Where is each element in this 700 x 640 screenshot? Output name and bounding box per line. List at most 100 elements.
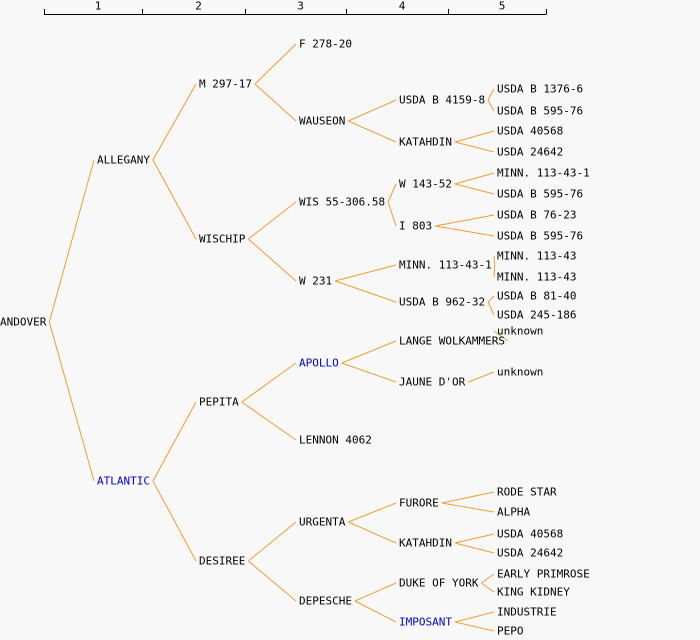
tree-node[interactable]: USDA 245-186 (497, 308, 577, 322)
tree-node[interactable]: URGENTA (299, 515, 346, 529)
tree-node[interactable]: KING KIDNEY (497, 585, 570, 599)
pedigree-edge (48, 321, 95, 482)
pedigree-edge (348, 120, 397, 143)
tree-node: unknown (497, 365, 544, 379)
tree-node[interactable]: KATAHDIN (399, 536, 452, 550)
pedigree-edge (454, 183, 495, 195)
pedigree-edge (487, 301, 495, 316)
pedigree-edge (481, 573, 495, 584)
pedigree-edge (334, 280, 397, 303)
pedigree-edge (454, 611, 495, 623)
tree-node[interactable]: ANDOVER (0, 315, 47, 329)
tree-node[interactable]: FURORE (399, 496, 439, 510)
tree-node[interactable]: USDA 40568 (497, 527, 564, 541)
pedigree-edge (454, 542, 495, 554)
tree-node: unknown (497, 324, 544, 338)
pedigree-edge (487, 295, 495, 303)
pedigree-edge (354, 600, 397, 623)
tree-node[interactable]: USDA 24642 (497, 546, 564, 560)
tree-node[interactable]: DUKE OF YORK (399, 576, 479, 590)
pedigree-edge (152, 83, 197, 161)
tree-node[interactable]: W 231 (299, 274, 333, 288)
pedigree-edge (48, 159, 95, 323)
pedigree-edge (241, 401, 297, 441)
pedigree-edge (468, 371, 495, 383)
tree-node[interactable]: LANGE WOLKAMMERS (399, 334, 505, 348)
tree-node[interactable]: USDA B 595-76 (497, 187, 584, 201)
tree-node[interactable]: PEPO (497, 624, 524, 638)
tree-node[interactable]: RODE STAR (497, 485, 557, 499)
tree-node[interactable]: USDA 24642 (497, 145, 564, 159)
pedigree-edge (441, 491, 495, 504)
pedigree-edge (254, 43, 297, 85)
tree-node[interactable]: USDA B 76-23 (497, 208, 577, 222)
pedigree-edge (348, 99, 397, 122)
tree-node[interactable]: USDA B 962-32 (399, 295, 486, 309)
pedigree-edge (435, 214, 495, 227)
pedigree-edge (241, 362, 297, 403)
pedigree-edge (493, 255, 496, 266)
tree-node[interactable]: EARLY PRIMROSE (497, 567, 590, 581)
tree-node[interactable]: INDUSTRIE (497, 605, 557, 619)
pedigree-edge (348, 502, 397, 523)
pedigree-edge (248, 201, 297, 240)
pedigree-edge (493, 330, 509, 342)
pedigree-edge (454, 621, 495, 632)
tree-node[interactable]: MINN. 113-43-1 (497, 166, 590, 180)
tree-node[interactable]: WIS 55-306.58 (299, 195, 386, 209)
tree-node[interactable]: JAUNE D'OR (399, 375, 466, 389)
pedigree-edge (487, 88, 495, 101)
tree-node[interactable]: ALLEGANY (97, 153, 150, 167)
pedigree-edge (387, 183, 397, 203)
tree-node[interactable]: ALPHA (497, 505, 531, 519)
pedigree-edge (493, 264, 496, 278)
pedigree-edge (152, 159, 197, 240)
tree-node[interactable]: WAUSEON (299, 114, 346, 128)
pedigree-edge (348, 521, 397, 544)
pedigree-edge (248, 560, 297, 602)
tree-node[interactable]: W 143-52 (399, 177, 452, 191)
tree-node[interactable]: USDA B 595-76 (497, 104, 584, 118)
pedigree-edge (454, 533, 495, 544)
pedigree-edge (254, 83, 297, 122)
generation-number: 3 (297, 0, 304, 13)
pedigree-edge (341, 362, 397, 383)
pedigree-edge (487, 99, 495, 112)
tree-node-link[interactable]: IMPOSANT (399, 615, 452, 629)
tree-node[interactable]: PEPITA (199, 395, 239, 409)
tree-node[interactable]: F 278-20 (299, 37, 352, 51)
tree-node[interactable]: M 297-17 (199, 77, 252, 91)
pedigree-edge (152, 480, 197, 562)
tree-node[interactable]: KATAHDIN (399, 135, 452, 149)
tree-node-link[interactable]: APOLLO (299, 356, 339, 370)
tree-node[interactable]: MINN. 113-43-1 (399, 258, 492, 272)
pedigree-edge (454, 130, 495, 143)
pedigree-edge (248, 521, 297, 562)
tree-node[interactable]: USDA B 4159-8 (399, 93, 486, 107)
tree-node[interactable]: DESIREE (199, 554, 246, 568)
pedigree-edge (334, 264, 397, 282)
generation-number: 1 (94, 0, 102, 13)
tree-node[interactable]: I 803 (399, 219, 433, 233)
tree-node[interactable]: WISCHIP (199, 232, 246, 246)
pedigree-edge (435, 225, 495, 237)
pedigree-edge (454, 141, 495, 153)
tree-node[interactable]: LENNON 4062 (299, 433, 372, 447)
generation-number: 5 (498, 0, 506, 13)
tree-node[interactable]: DEPESCHE (299, 594, 352, 608)
pedigree-edge (387, 201, 397, 227)
pedigree-edge (441, 502, 495, 513)
tree-node-link[interactable]: ATLANTIC (97, 474, 150, 488)
pedigree-edge (152, 401, 197, 482)
tree-node[interactable]: MINN. 113-43 (497, 249, 577, 263)
tree-node[interactable]: USDA B 81-40 (497, 289, 577, 303)
generation-number: 4 (398, 0, 406, 13)
pedigree-edge (341, 340, 397, 364)
tree-node[interactable]: USDA B 1376-6 (497, 82, 584, 96)
tree-node[interactable]: MINN. 113-43 (497, 270, 577, 284)
pedigree-edge (248, 238, 297, 282)
tree-node[interactable]: USDA B 595-76 (497, 229, 584, 243)
generation-number: 2 (195, 0, 202, 13)
tree-node[interactable]: USDA 40568 (497, 124, 564, 138)
